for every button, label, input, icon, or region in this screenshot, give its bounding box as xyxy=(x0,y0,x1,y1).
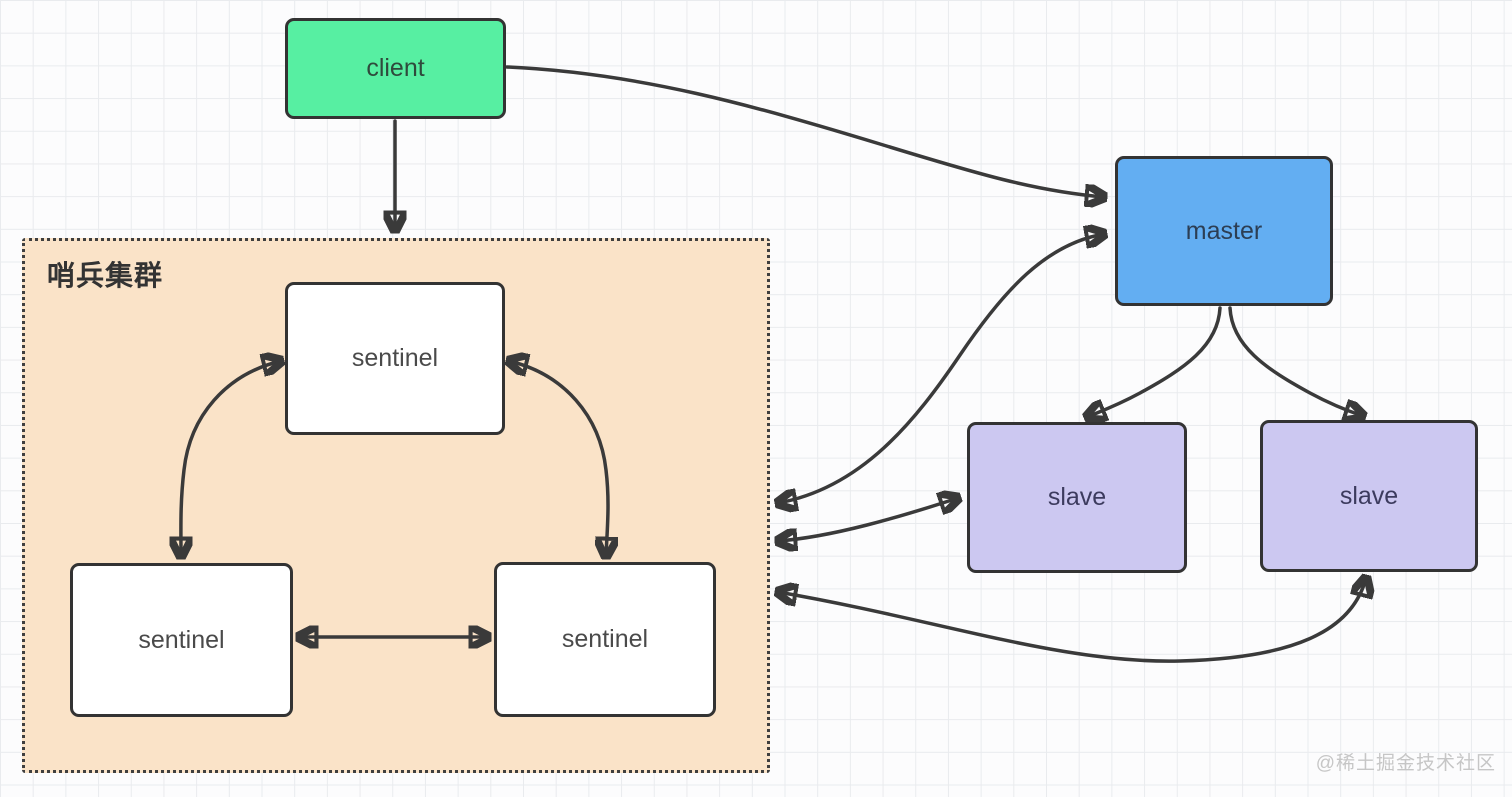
node-master: master xyxy=(1115,156,1333,306)
node-sentinel-top: sentinel xyxy=(285,282,505,435)
edge-master-to-slave-left xyxy=(1087,306,1222,417)
edge-cluster-slave-left-two-way xyxy=(778,498,958,541)
edge-master-to-slave-right xyxy=(1228,306,1363,416)
node-sentinel-bottom-right: sentinel xyxy=(494,562,716,717)
node-sentinel-bottom-left: sentinel xyxy=(70,563,293,717)
node-sentinel-top-label: sentinel xyxy=(351,344,439,372)
node-slave-right-label: slave xyxy=(1339,481,1399,510)
node-client-label: client xyxy=(366,54,425,82)
node-client: client xyxy=(285,18,506,119)
node-sentinel-bottom-right-label: sentinel xyxy=(561,625,649,653)
sentinel-cluster-label: 哨兵集群 xyxy=(47,260,164,291)
node-sentinel-bottom-left-label: sentinel xyxy=(138,625,225,654)
node-slave-left: slave xyxy=(967,422,1187,573)
node-slave-right: slave xyxy=(1260,420,1478,572)
node-slave-left-label: slave xyxy=(1047,483,1107,511)
node-master-label: master xyxy=(1185,216,1263,245)
edge-client-to-master xyxy=(505,65,1104,197)
watermark: @稀土掘金技术社区 xyxy=(1315,753,1496,774)
edge-cluster-slave-right-two-way xyxy=(778,578,1366,663)
